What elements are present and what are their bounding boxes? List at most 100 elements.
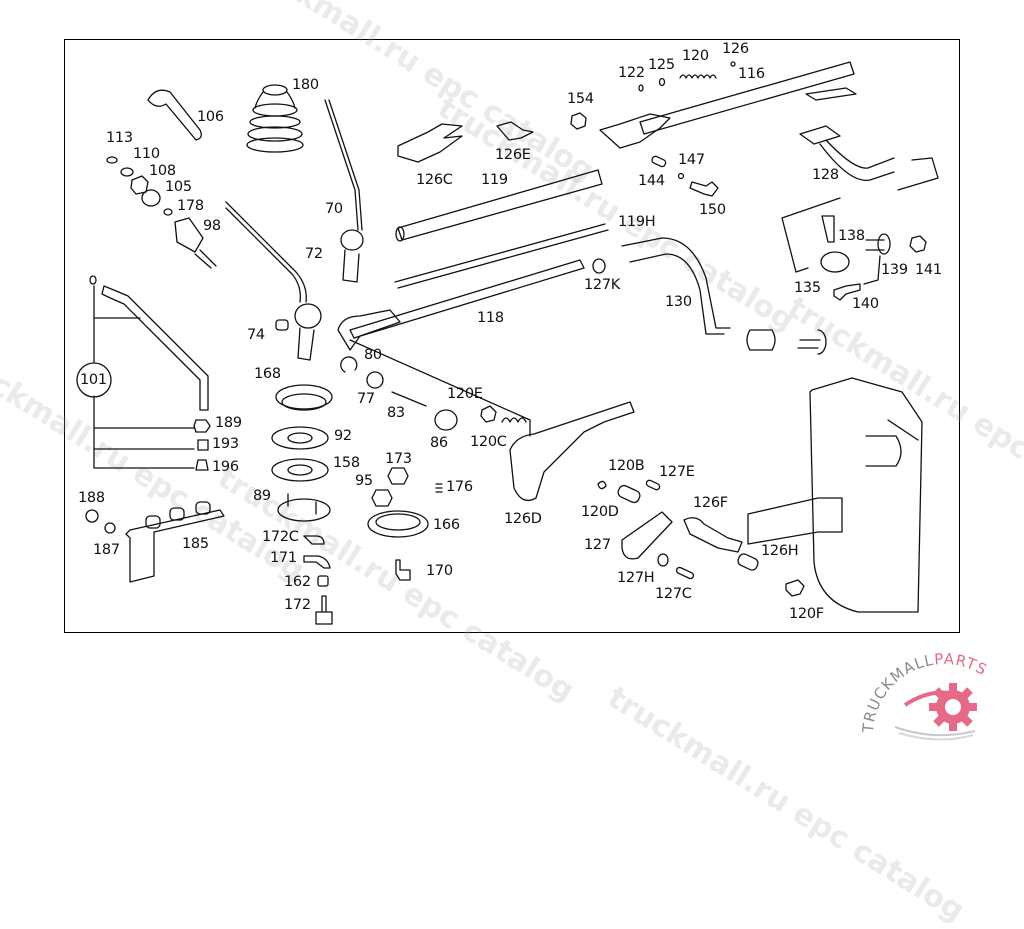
part-label-166[interactable]: 166 xyxy=(433,517,460,533)
part-label-135[interactable]: 135 xyxy=(794,280,821,296)
part-127H xyxy=(657,553,669,567)
part-label-141[interactable]: 141 xyxy=(915,262,942,278)
part-label-127C[interactable]: 127C xyxy=(655,586,692,602)
part-label-138[interactable]: 138 xyxy=(838,228,865,244)
part-label-120[interactable]: 120 xyxy=(682,48,709,64)
part-127K xyxy=(592,258,606,274)
part-label-120F[interactable]: 120F xyxy=(789,606,824,622)
exploded-parts-drawing xyxy=(76,61,939,625)
part-label-168[interactable]: 168 xyxy=(254,366,281,382)
part-label-154[interactable]: 154 xyxy=(567,91,594,107)
part-label-140[interactable]: 140 xyxy=(852,296,879,312)
part-label-89[interactable]: 89 xyxy=(253,488,271,504)
part-label-74[interactable]: 74 xyxy=(247,327,265,343)
part-label-126E[interactable]: 126E xyxy=(495,147,531,163)
part-150-bolt xyxy=(689,181,719,197)
part-126E-shift-fork xyxy=(496,121,534,141)
part-label-127E[interactable]: 127E xyxy=(659,464,695,480)
part-label-176[interactable]: 176 xyxy=(446,479,473,495)
part-label-127K[interactable]: 127K xyxy=(584,277,620,293)
part-154-nut xyxy=(570,112,587,130)
part-label-110[interactable]: 110 xyxy=(133,146,160,162)
part-label-172C[interactable]: 172C xyxy=(262,529,299,545)
part-126H-sleeve xyxy=(737,553,759,571)
part-label-106[interactable]: 106 xyxy=(197,109,224,125)
part-label-126H[interactable]: 126H xyxy=(761,543,799,559)
part-171 xyxy=(303,555,331,569)
part-130-hose xyxy=(621,237,731,335)
part-label-150[interactable]: 150 xyxy=(699,202,726,218)
part-label-158[interactable]: 158 xyxy=(333,455,360,471)
part-185-bracket xyxy=(125,509,225,583)
part-label-185[interactable]: 185 xyxy=(182,536,209,552)
part-label-98[interactable]: 98 xyxy=(203,218,221,234)
part-label-173[interactable]: 173 xyxy=(385,451,412,467)
part-label-83[interactable]: 83 xyxy=(387,405,405,421)
part-label-127[interactable]: 127 xyxy=(584,537,611,553)
part-label-187[interactable]: 187 xyxy=(93,542,120,558)
part-gearbox-housing xyxy=(809,377,923,613)
part-label-126D[interactable]: 126D xyxy=(504,511,542,527)
part-83-pin xyxy=(391,391,427,407)
part-127-lever xyxy=(621,511,673,560)
group-label-101[interactable]: 101 xyxy=(80,372,107,388)
part-label-108[interactable]: 108 xyxy=(149,163,176,179)
part-label-180[interactable]: 180 xyxy=(292,77,319,93)
part-label-125[interactable]: 125 xyxy=(648,57,675,73)
truckmallparts-logo: TRUCKMALLPARTS xyxy=(855,645,1024,750)
part-166 xyxy=(367,510,429,538)
part-label-120E[interactable]: 120E xyxy=(447,386,483,402)
part-label-120D[interactable]: 120D xyxy=(581,504,619,520)
gear-icon xyxy=(929,683,977,731)
part-label-113[interactable]: 113 xyxy=(106,130,133,146)
part-label-172[interactable]: 172 xyxy=(284,597,311,613)
part-label-188[interactable]: 188 xyxy=(78,490,105,506)
part-label-70[interactable]: 70 xyxy=(325,201,343,217)
part-162 xyxy=(317,575,329,587)
part-122 xyxy=(638,84,644,92)
part-label-77[interactable]: 77 xyxy=(357,391,375,407)
part-158 xyxy=(271,458,329,482)
part-label-86[interactable]: 86 xyxy=(430,435,448,451)
part-176-spring xyxy=(435,483,443,493)
part-label-144[interactable]: 144 xyxy=(638,173,665,189)
part-label-126[interactable]: 126 xyxy=(722,41,749,57)
part-label-95[interactable]: 95 xyxy=(355,473,373,489)
part-label-170[interactable]: 170 xyxy=(426,563,453,579)
part-label-122[interactable]: 122 xyxy=(618,65,645,81)
part-label-120C[interactable]: 120C xyxy=(470,434,507,450)
part-label-130[interactable]: 130 xyxy=(665,294,692,310)
part-label-105[interactable]: 105 xyxy=(165,179,192,195)
part-label-118[interactable]: 118 xyxy=(477,310,504,326)
part-label-147[interactable]: 147 xyxy=(678,152,705,168)
part-label-119[interactable]: 119 xyxy=(481,172,508,188)
part-144 xyxy=(651,155,667,168)
part-label-196[interactable]: 196 xyxy=(212,459,239,475)
part-label-193[interactable]: 193 xyxy=(212,436,239,452)
part-127C-pin xyxy=(675,566,695,580)
part-120E-nut xyxy=(480,405,497,423)
part-label-127H[interactable]: 127H xyxy=(617,570,655,586)
part-label-126F[interactable]: 126F xyxy=(693,495,728,511)
part-126D-bracket xyxy=(509,401,635,502)
part-128-pipe xyxy=(799,125,895,181)
part-label-119H[interactable]: 119H xyxy=(618,214,656,230)
part-label-120B[interactable]: 120B xyxy=(608,458,645,474)
part-label-162[interactable]: 162 xyxy=(284,574,311,590)
part-label-189[interactable]: 189 xyxy=(215,415,242,431)
part-group-135-bracket-line xyxy=(781,197,841,273)
part-label-72[interactable]: 72 xyxy=(305,246,323,262)
part-label-126C[interactable]: 126C xyxy=(416,172,453,188)
part-193 xyxy=(197,439,209,451)
part-172C xyxy=(303,535,325,545)
part-label-139[interactable]: 139 xyxy=(881,262,908,278)
part-label-128[interactable]: 128 xyxy=(812,167,839,183)
part-label-171[interactable]: 171 xyxy=(270,550,297,566)
logo-text-parts: PARTS xyxy=(934,650,991,680)
part-label-92[interactable]: 92 xyxy=(334,428,352,444)
part-label-178[interactable]: 178 xyxy=(177,198,204,214)
part-130-sleeve xyxy=(746,329,776,351)
diagram-frame xyxy=(64,39,960,633)
part-label-80[interactable]: 80 xyxy=(364,347,382,363)
part-label-116[interactable]: 116 xyxy=(738,66,765,82)
